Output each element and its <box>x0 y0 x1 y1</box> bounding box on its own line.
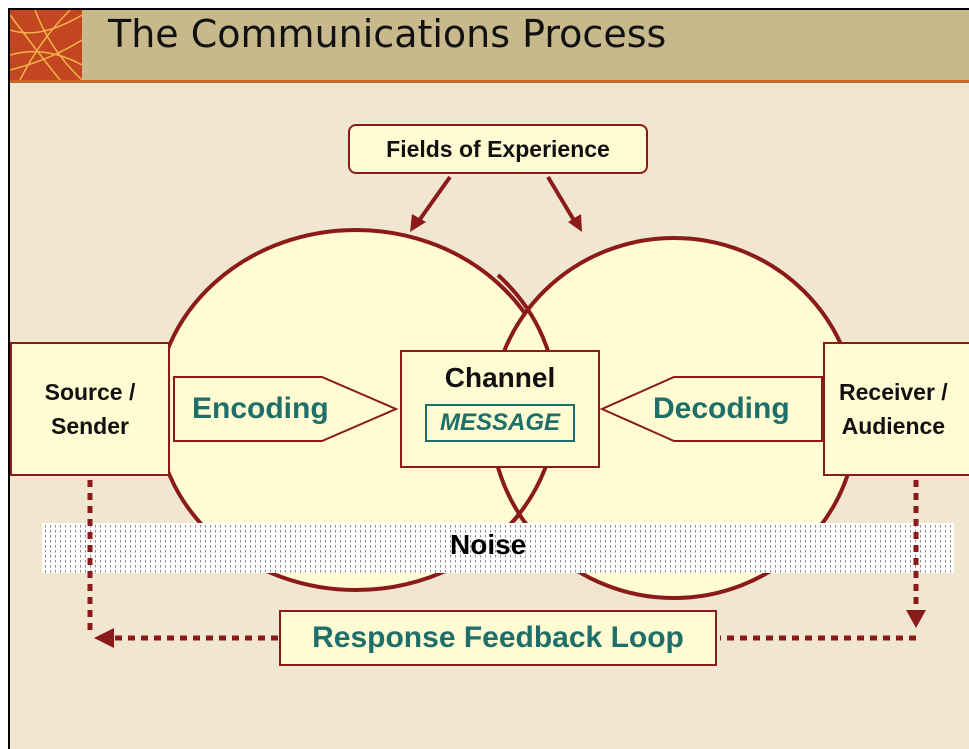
channel-box: Channel MESSAGE <box>400 350 600 468</box>
receiver-audience-box: Receiver / Audience <box>823 342 969 476</box>
channel-label: Channel <box>444 362 556 393</box>
feedback-loop-label: Response Feedback Loop <box>312 621 684 654</box>
feedback-arrowhead-down <box>906 610 926 628</box>
feedback-arrowhead-left <box>94 628 114 648</box>
fields-of-experience-label: Fields of Experience <box>386 135 610 162</box>
fields-of-experience-box: Fields of Experience <box>348 124 648 174</box>
encoding-arrow <box>173 376 399 442</box>
slide-header: The Communications Process <box>10 10 969 83</box>
page-title: The Communications Process <box>108 12 667 56</box>
message-box: MESSAGE <box>425 404 575 442</box>
communication-diagram <box>42 175 954 648</box>
feedback-loop-box: Response Feedback Loop <box>279 610 717 666</box>
noise-band <box>42 523 954 573</box>
source-label: Source / Sender <box>44 379 136 439</box>
fields-arrow-right <box>546 175 577 224</box>
decoding-arrow <box>599 376 823 442</box>
slide: The Communications Process <box>8 8 969 749</box>
fields-arrow-left <box>416 175 452 224</box>
fields-arrowhead-right <box>568 214 582 232</box>
message-label: MESSAGE <box>439 409 561 436</box>
noise-label: Noise <box>450 529 527 560</box>
logo-graphic <box>10 10 82 80</box>
source-sender-box: Source / Sender <box>10 342 170 476</box>
encoding-label: Encoding <box>192 392 329 425</box>
decoding-label: Decoding <box>653 392 790 425</box>
fields-arrowhead-left <box>410 214 426 232</box>
receiver-label: Receiver / Audience <box>839 379 948 439</box>
